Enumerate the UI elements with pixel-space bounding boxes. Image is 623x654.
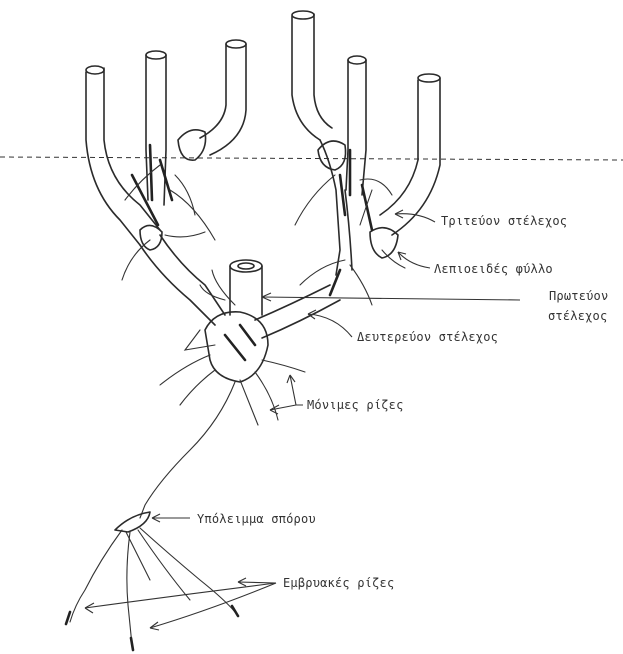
left-tiller-group [86,40,246,325]
label-tertiary-stem: Τριτεύον στέλεχος [441,214,567,228]
seed-remnant [115,512,150,532]
label-permanent-roots: Μόνιμες ρίζες [307,398,404,412]
label-primary-stem-line2: στέλεχος [548,309,607,323]
label-secondary-stem: Δευτερεύον στέλεχος [357,330,498,344]
embryonic-roots [66,528,238,650]
soil-surface-line [0,157,623,160]
primary-stem [230,260,262,315]
seminal-root [140,382,235,518]
crown-node [185,312,268,382]
secondary-stem [255,285,340,338]
right-tiller-group [292,11,440,305]
label-embryonic-roots: Εμβρυακές ρίζες [283,576,394,590]
label-primary-stem-line1: Πρωτεύον [549,289,608,303]
label-scale-leaf: Λεπιοειδές φύλλο [434,262,553,276]
label-seed-remnant: Υπόλειμμα σπόρου [197,512,316,526]
